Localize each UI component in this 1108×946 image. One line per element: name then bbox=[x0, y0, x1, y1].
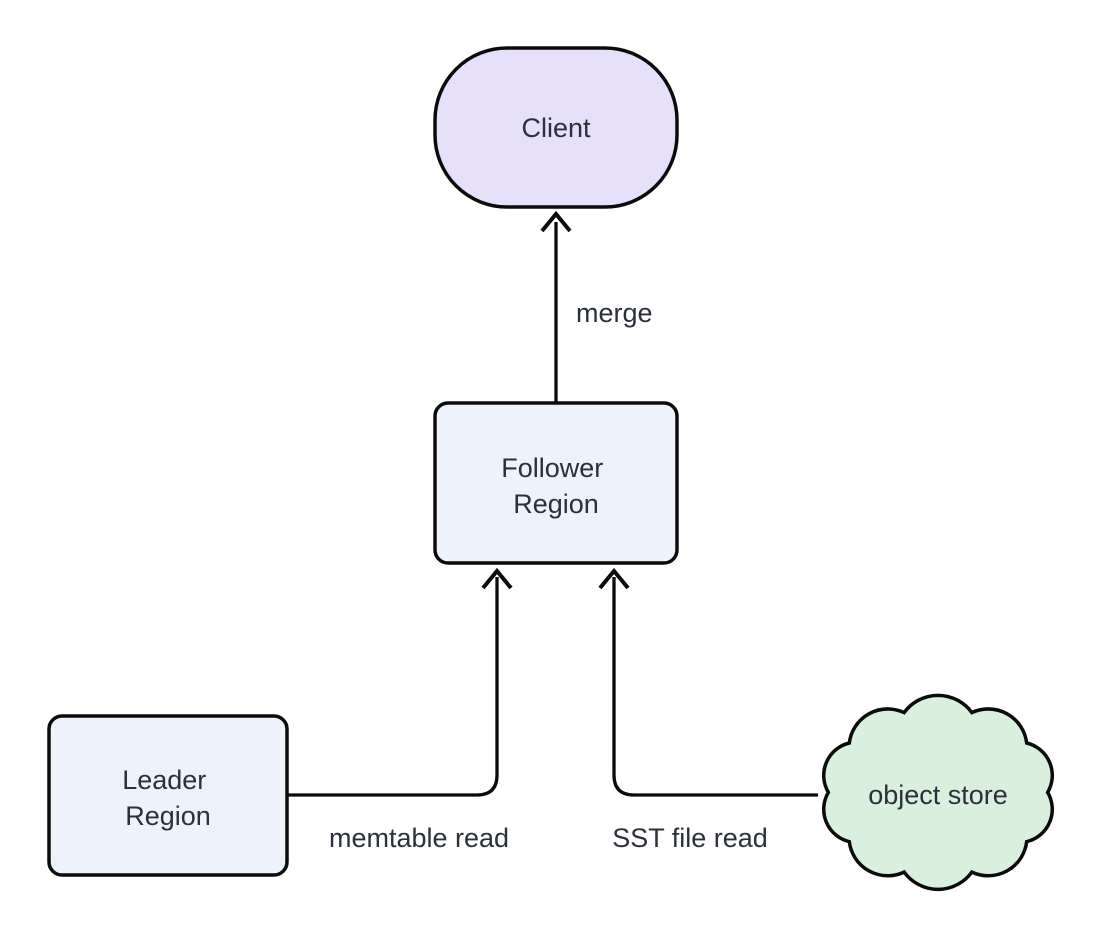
node-object-store-label: object store bbox=[868, 780, 1008, 810]
edge-memtable-read-label: memtable read bbox=[329, 823, 509, 853]
node-leader-region-shape bbox=[47, 714, 289, 877]
edge-sst-file-read-line bbox=[612, 577, 818, 797]
node-client-shape bbox=[433, 46, 679, 209]
node-object-store-cloud-icon bbox=[822, 693, 1054, 891]
edge-sst-file-read-arrowhead-icon bbox=[598, 567, 630, 590]
node-leader-region-label: Leader Region bbox=[122, 765, 214, 831]
node-follower-region-shape bbox=[433, 401, 679, 565]
edge-sst-file-read: SST file read bbox=[598, 567, 818, 853]
edge-memtable-read: memtable read bbox=[288, 567, 513, 853]
node-client: Client bbox=[433, 46, 679, 209]
edge-merge-label: merge bbox=[576, 298, 653, 328]
node-object-store bbox=[822, 693, 1054, 891]
node-follower-region: Follower Region bbox=[433, 401, 679, 565]
node-client-label: Client bbox=[521, 113, 591, 143]
node-leader-region: Leader Region bbox=[47, 714, 289, 877]
edge-memtable-read-arrowhead-icon bbox=[481, 567, 513, 590]
edge-memtable-read-line bbox=[288, 577, 499, 797]
edge-merge-arrowhead-icon bbox=[540, 210, 572, 233]
edge-sst-file-read-label: SST file read bbox=[612, 823, 768, 853]
node-follower-region-label: Follower Region bbox=[501, 453, 611, 519]
edge-merge: merge bbox=[540, 210, 653, 403]
